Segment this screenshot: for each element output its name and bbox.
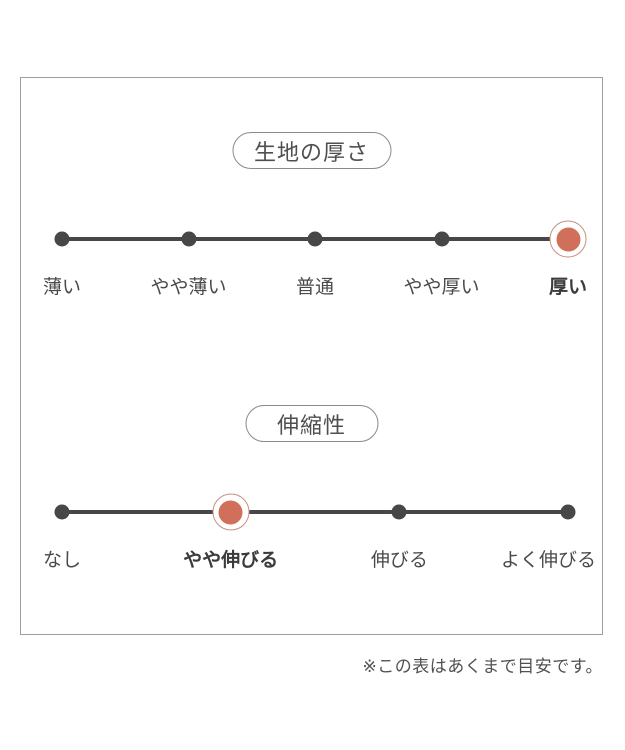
active-rating-marker xyxy=(212,493,250,531)
scale-label: 伸びる xyxy=(370,549,428,571)
active-rating-marker xyxy=(549,220,587,258)
scale-dot xyxy=(560,504,576,520)
scale-dot xyxy=(54,231,70,247)
scale-label: よく伸びる xyxy=(500,549,596,571)
scale-label: 薄い xyxy=(42,276,82,298)
stretch-scale-section: 伸縮性 なし やや伸びる 伸びる よく伸びる xyxy=(21,405,602,590)
stretch-scale-track xyxy=(54,493,576,531)
active-marker-fill xyxy=(218,500,243,524)
thickness-title-pill: 生地の厚さ xyxy=(231,132,392,169)
stretch-scale-labels: なし やや伸びる 伸びる よく伸びる xyxy=(43,547,596,573)
scale-label: 普通 xyxy=(295,276,335,298)
scale-label: やや薄い xyxy=(150,276,227,298)
scale-label: やや厚い xyxy=(403,276,480,298)
scale-dot xyxy=(434,231,449,247)
stretch-title: 伸縮性 xyxy=(276,413,346,439)
scale-label-active: やや伸びる xyxy=(183,549,279,571)
thickness-scale-track xyxy=(54,220,587,258)
thickness-title: 生地の厚さ xyxy=(253,140,370,166)
scale-dot xyxy=(307,231,323,247)
scale-track-line xyxy=(62,510,568,514)
thickness-scale-section: 生地の厚さ 薄い やや薄い 普通 やや厚い 厚い xyxy=(21,132,602,317)
scale-dot xyxy=(181,231,196,247)
scale-dot xyxy=(54,504,70,520)
disclaimer-note: ※この表はあくまで目安です。 xyxy=(362,657,603,677)
scale-dot xyxy=(391,504,407,520)
scale-label-active: 厚い xyxy=(548,276,588,298)
spec-chart-frame: 生地の厚さ 薄い やや薄い 普通 やや厚い 厚い 伸縮性 なし やや伸びる 伸びる よく伸びる xyxy=(20,77,603,635)
thickness-scale-labels: 薄い やや薄い 普通 やや厚い 厚い xyxy=(43,274,587,300)
active-marker-fill xyxy=(556,227,580,251)
stretch-title-pill: 伸縮性 xyxy=(245,405,378,442)
scale-label: なし xyxy=(42,549,82,571)
